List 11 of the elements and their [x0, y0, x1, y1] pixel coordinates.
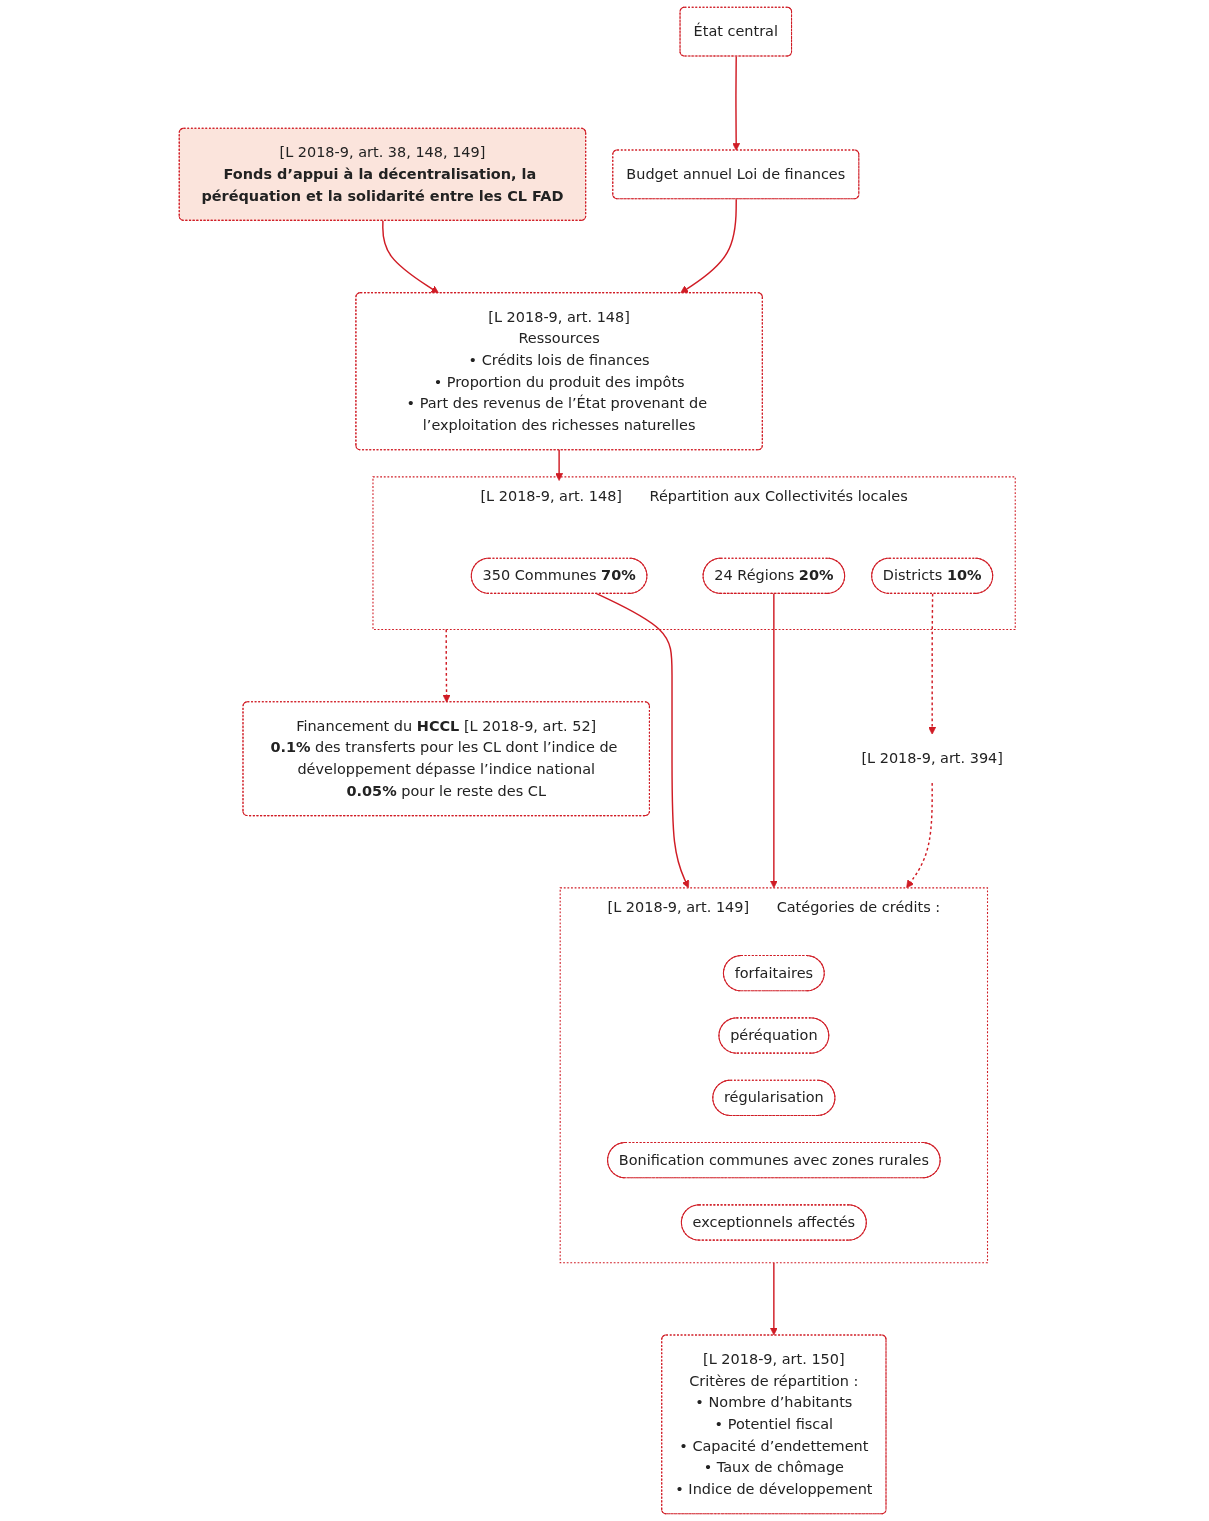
arrow [928, 593, 936, 735]
arrow [732, 55, 740, 151]
node-text: [L 2018-9, art. 394] [861, 749, 1003, 767]
arrow [442, 628, 451, 703]
arrow [555, 449, 563, 481]
arrow [769, 1261, 778, 1336]
arrow [769, 592, 778, 889]
arrow [680, 198, 737, 294]
arrow [381, 220, 439, 294]
arrow [595, 592, 689, 889]
arrow [906, 782, 933, 889]
